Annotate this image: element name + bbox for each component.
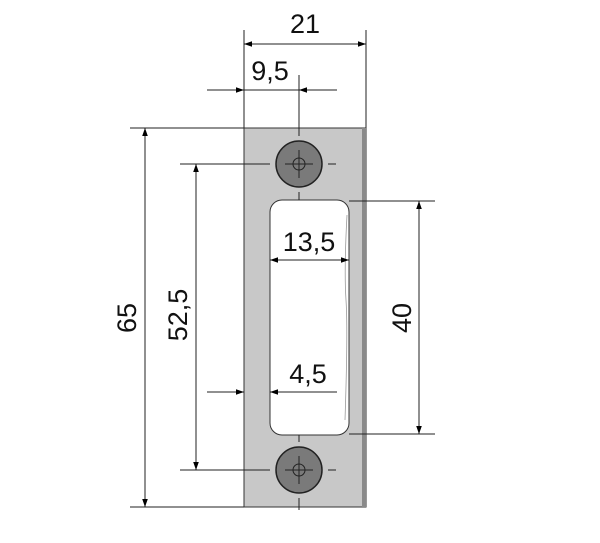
- dim-overall-height: 65: [112, 303, 142, 333]
- dimension-lines: [142, 41, 422, 507]
- dim-slot-offset: 4,5: [289, 359, 327, 389]
- dim-hole-offset: 9,5: [251, 56, 289, 86]
- dim-slot-width: 13,5: [283, 227, 336, 257]
- dim-slot-height: 40: [387, 303, 417, 333]
- dim-hole-spacing: 52,5: [163, 289, 193, 342]
- center-lines: [180, 75, 336, 510]
- dim-overall-width: 21: [290, 9, 320, 39]
